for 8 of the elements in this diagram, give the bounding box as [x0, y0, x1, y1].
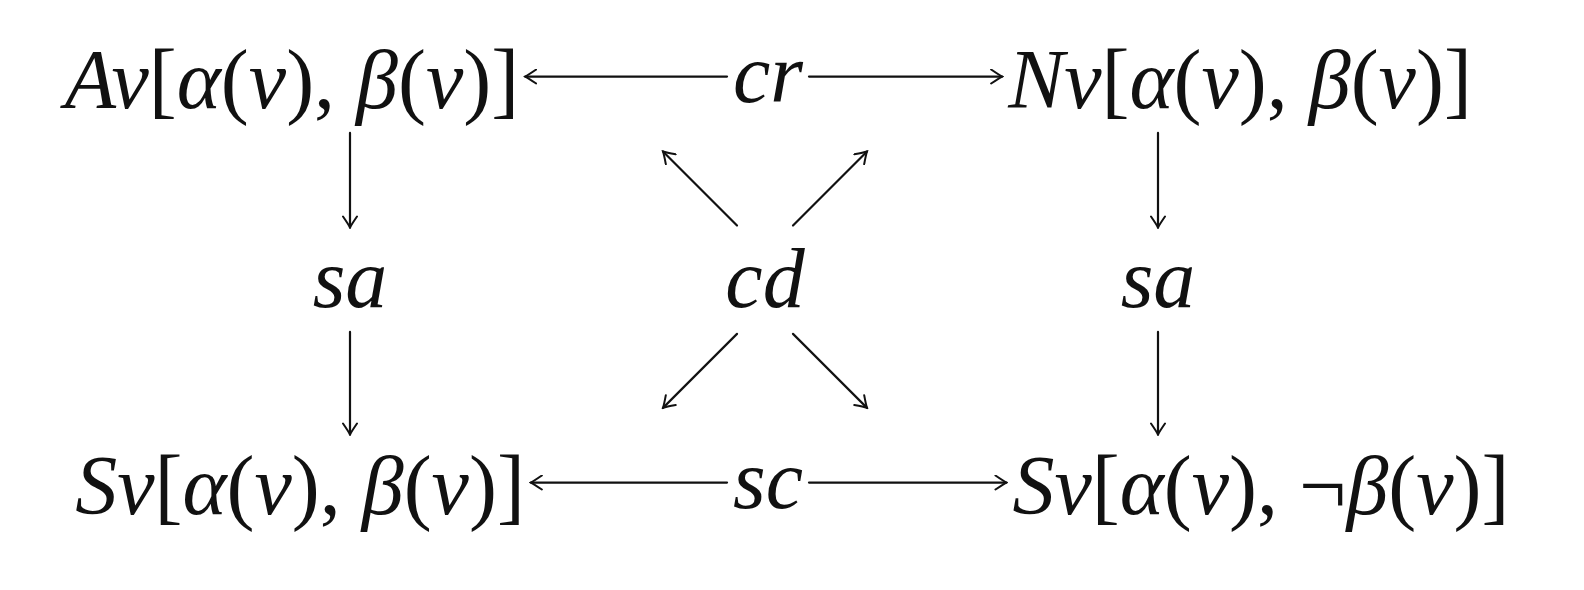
formula-text: Sv[α(v), ¬β(v)]: [1012, 440, 1510, 533]
formula-text: Nv[α(v), β(v)]: [1008, 34, 1472, 127]
formula-text: Sv[α(v), β(v)]: [75, 440, 525, 533]
term-text: sa: [312, 233, 388, 326]
term-text: cd: [725, 233, 805, 326]
term-text: cr: [733, 28, 803, 121]
term-text: sa: [1120, 233, 1196, 326]
term-text: sc: [733, 434, 803, 527]
